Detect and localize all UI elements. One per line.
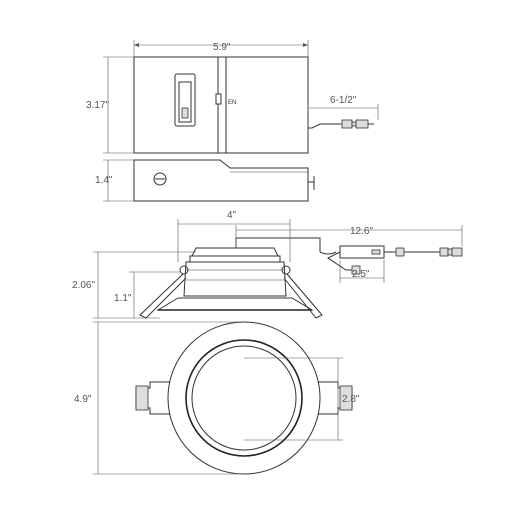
reflector-height-dimension <box>129 271 180 318</box>
downlight-front-view <box>135 321 353 475</box>
trim-depth-label: 4" <box>227 210 237 221</box>
box-depth-label: 1.4" <box>95 175 113 186</box>
lead-length-label: 6-1/2" <box>330 95 357 106</box>
box-width-dimension <box>133 40 309 57</box>
box-height-label: 3.17" <box>86 100 109 111</box>
cable-length-label: 12.6" <box>350 226 373 237</box>
junction-box-side-view <box>133 159 315 202</box>
outer-diameter-dimension <box>93 321 244 475</box>
box-depth-dimension <box>103 159 134 202</box>
box-height-dimension <box>103 56 134 154</box>
outer-diameter-label: 4.9" <box>74 394 92 405</box>
driver-length-dimension <box>339 260 385 283</box>
reflector-height-label: 1.1" <box>114 293 132 304</box>
box-width-label: 5.9" <box>213 42 231 53</box>
downlight-side-view <box>139 237 463 319</box>
junction-box-front-view: EN <box>133 56 379 154</box>
trim-depth-dimension <box>177 219 291 262</box>
inner-diameter-dimension <box>244 357 343 441</box>
switch-label: EN <box>228 100 236 106</box>
driver-length-label: 2.5" <box>352 269 370 280</box>
overall-height-dimension <box>93 251 196 319</box>
cable-length-dimension <box>235 225 463 248</box>
inner-diameter-label: 2.8" <box>342 394 360 405</box>
overall-height-label: 2.06" <box>72 280 95 291</box>
